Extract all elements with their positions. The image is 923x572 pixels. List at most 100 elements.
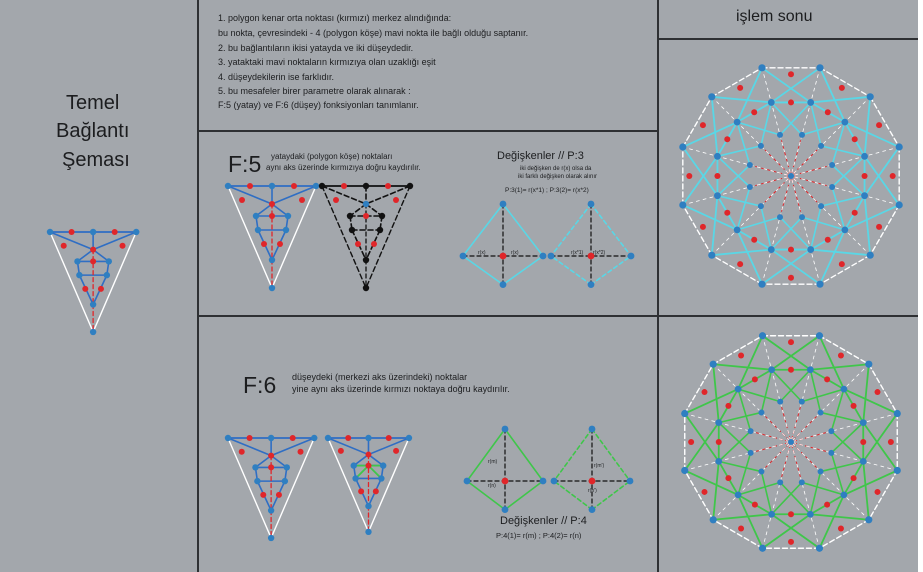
connector-line [820, 145, 866, 158]
connector-line [712, 363, 720, 424]
polygon-vertex-node [734, 491, 742, 499]
edge-midpoint-node [724, 209, 731, 216]
edge-midpoint-node [851, 136, 858, 143]
edge-midpoint-node [824, 236, 831, 243]
connector-line [553, 480, 593, 511]
left-title-line1: Temel [66, 92, 120, 114]
edge-midpoint-node [588, 477, 596, 485]
polygon-vertex-node [46, 228, 54, 236]
connector-line [254, 454, 272, 469]
edge-midpoint-node [68, 229, 75, 235]
polygon-vertex-node [757, 203, 764, 210]
edge-midpoint-node [861, 173, 868, 179]
connector-line [349, 203, 367, 217]
edge-midpoint-node [269, 213, 275, 219]
edge-midpoint-node [260, 491, 267, 498]
polygon-vertex-node [312, 182, 320, 190]
edge-midpoint-node [751, 236, 758, 243]
connector-line [92, 231, 137, 333]
connector-line [779, 368, 812, 403]
polygon-vertex-node [798, 479, 805, 486]
connector-line [790, 175, 900, 206]
connector-line [711, 67, 763, 98]
polygon-vertex-node [709, 516, 717, 524]
connector-line [227, 185, 273, 205]
connector-line [717, 460, 763, 473]
connector-line [737, 388, 781, 403]
polygon-vertex-node [252, 212, 260, 220]
f6-vars-title: Değişkenler // P:4 [500, 515, 587, 527]
polygon-vertex-node [807, 99, 815, 106]
connector-line [790, 67, 821, 177]
polygon-vertex-node [815, 332, 824, 340]
polygon-vertex-node [861, 152, 868, 160]
connector-line [790, 441, 822, 473]
edge-midpoint-node [824, 501, 831, 508]
connector-line [862, 421, 899, 472]
polygon-vertex-node [818, 142, 825, 149]
connector-line [504, 428, 544, 482]
polygon-vertex-node [267, 507, 275, 514]
connector-line [790, 96, 871, 177]
polygon-vertex-node [224, 182, 232, 190]
connector-line [790, 401, 803, 443]
polygon-vertex-node [324, 434, 332, 442]
connector-line [466, 480, 506, 511]
connector-line [270, 437, 315, 539]
polygon-vertex-node [380, 462, 387, 469]
polygon-vertex-node [758, 280, 766, 288]
connector-line [868, 469, 898, 521]
edge-midpoint-node [275, 491, 282, 498]
polygon-vertex-node [859, 457, 867, 465]
connector-line [842, 388, 899, 415]
connector-line [862, 460, 870, 521]
divider-right [657, 0, 659, 572]
polygon-vertex-node [365, 502, 372, 510]
connector-line [717, 430, 752, 463]
connector-line [843, 204, 901, 231]
polygon-vertex-node [459, 252, 467, 260]
edge-midpoint-node [725, 402, 732, 409]
edge-midpoint-node [90, 246, 97, 253]
polygon-vertex-node [733, 226, 741, 234]
polygon-vertex-node [859, 419, 867, 427]
polygon-vertex-node [893, 466, 901, 475]
polygon-vertex-node [499, 281, 507, 288]
polygon-vertex-node [799, 131, 806, 138]
connector-line [760, 101, 773, 147]
edge-midpoint-node [393, 197, 399, 203]
connector-line [502, 203, 544, 257]
note-line-7: F:5 (yatay) ve F:6 (düşey) fonksiyonları… [218, 100, 419, 110]
f5-vars-note2: iki farklı değişken olarak alınır [518, 174, 598, 180]
connector-line [92, 231, 138, 251]
edge-midpoint-node [299, 197, 305, 203]
connector-line [760, 205, 773, 251]
edge-midpoint-node [874, 389, 881, 396]
edge-midpoint-node [788, 366, 794, 373]
divider-middle [199, 315, 918, 317]
connector-line [790, 335, 820, 443]
edge-midpoint-node [501, 477, 509, 485]
connector-line [761, 248, 812, 286]
polygon-vertex-node [828, 428, 835, 435]
polygon-vertex-node [463, 477, 471, 485]
f6-desc-line2: yine aynı aks üzerinde kırmızı noktaya d… [292, 384, 510, 394]
polygon-vertex-node [550, 477, 558, 485]
connector-line [819, 254, 871, 285]
polygon-vertex-node [89, 301, 97, 308]
connector-line [809, 368, 822, 414]
edge-midpoint-node [889, 173, 896, 179]
connector-line [819, 411, 865, 424]
polygon-vertex-node [499, 200, 507, 208]
connector-line [790, 363, 870, 443]
center-node [788, 173, 794, 179]
f6-r-n: r(n) [488, 483, 496, 489]
polygon-vertex-node [746, 184, 753, 191]
connector-line [716, 194, 762, 207]
connector-line [790, 175, 821, 285]
polygon-vertex-node [365, 434, 372, 442]
connector-line [809, 248, 872, 257]
connector-line [801, 481, 845, 496]
